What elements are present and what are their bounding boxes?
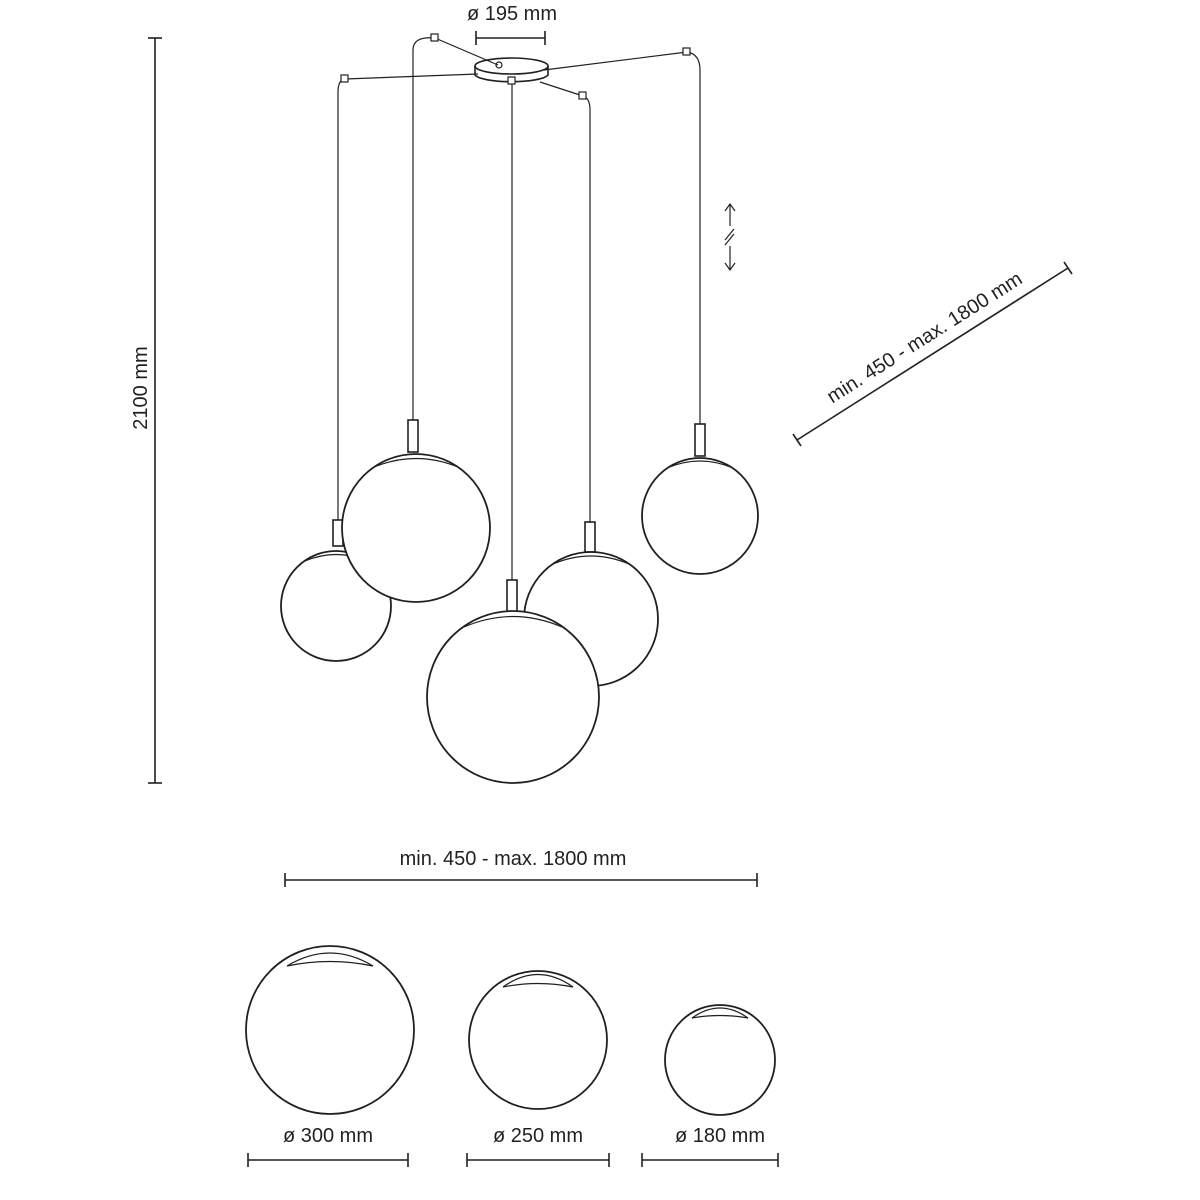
adjustable-length-arrow-icon bbox=[724, 202, 736, 272]
globe-small-label: ø 180 mm bbox=[675, 1125, 765, 1147]
horizontal-cable-label: min. 450 - max. 1800 mm bbox=[400, 848, 627, 870]
height-label: 2100 mm bbox=[130, 346, 152, 429]
globe-size-dimension-lines bbox=[247, 1153, 779, 1167]
pendant-globe-right-small bbox=[641, 423, 759, 575]
globe-small-detail bbox=[664, 1004, 776, 1116]
globe-medium-detail bbox=[468, 970, 608, 1110]
globe-medium-label: ø 250 mm bbox=[493, 1125, 583, 1147]
canopy-dimension-line bbox=[475, 31, 546, 45]
diagonal-cable-dimension-line bbox=[792, 261, 1073, 447]
globe-large-detail bbox=[245, 945, 415, 1115]
height-dimension-line bbox=[148, 37, 162, 784]
pendant-globe-left-large bbox=[341, 419, 491, 603]
globe-large-label: ø 300 mm bbox=[283, 1125, 373, 1147]
diagonal-cable-label: min. 450 - max. 1800 mm bbox=[823, 268, 1026, 408]
horizontal-cable-dimension-line bbox=[284, 873, 758, 887]
pendant-globe-center-large bbox=[426, 579, 600, 784]
canopy-diameter-label: ø 195 mm bbox=[467, 3, 557, 25]
wire-hooks bbox=[340, 33, 691, 100]
